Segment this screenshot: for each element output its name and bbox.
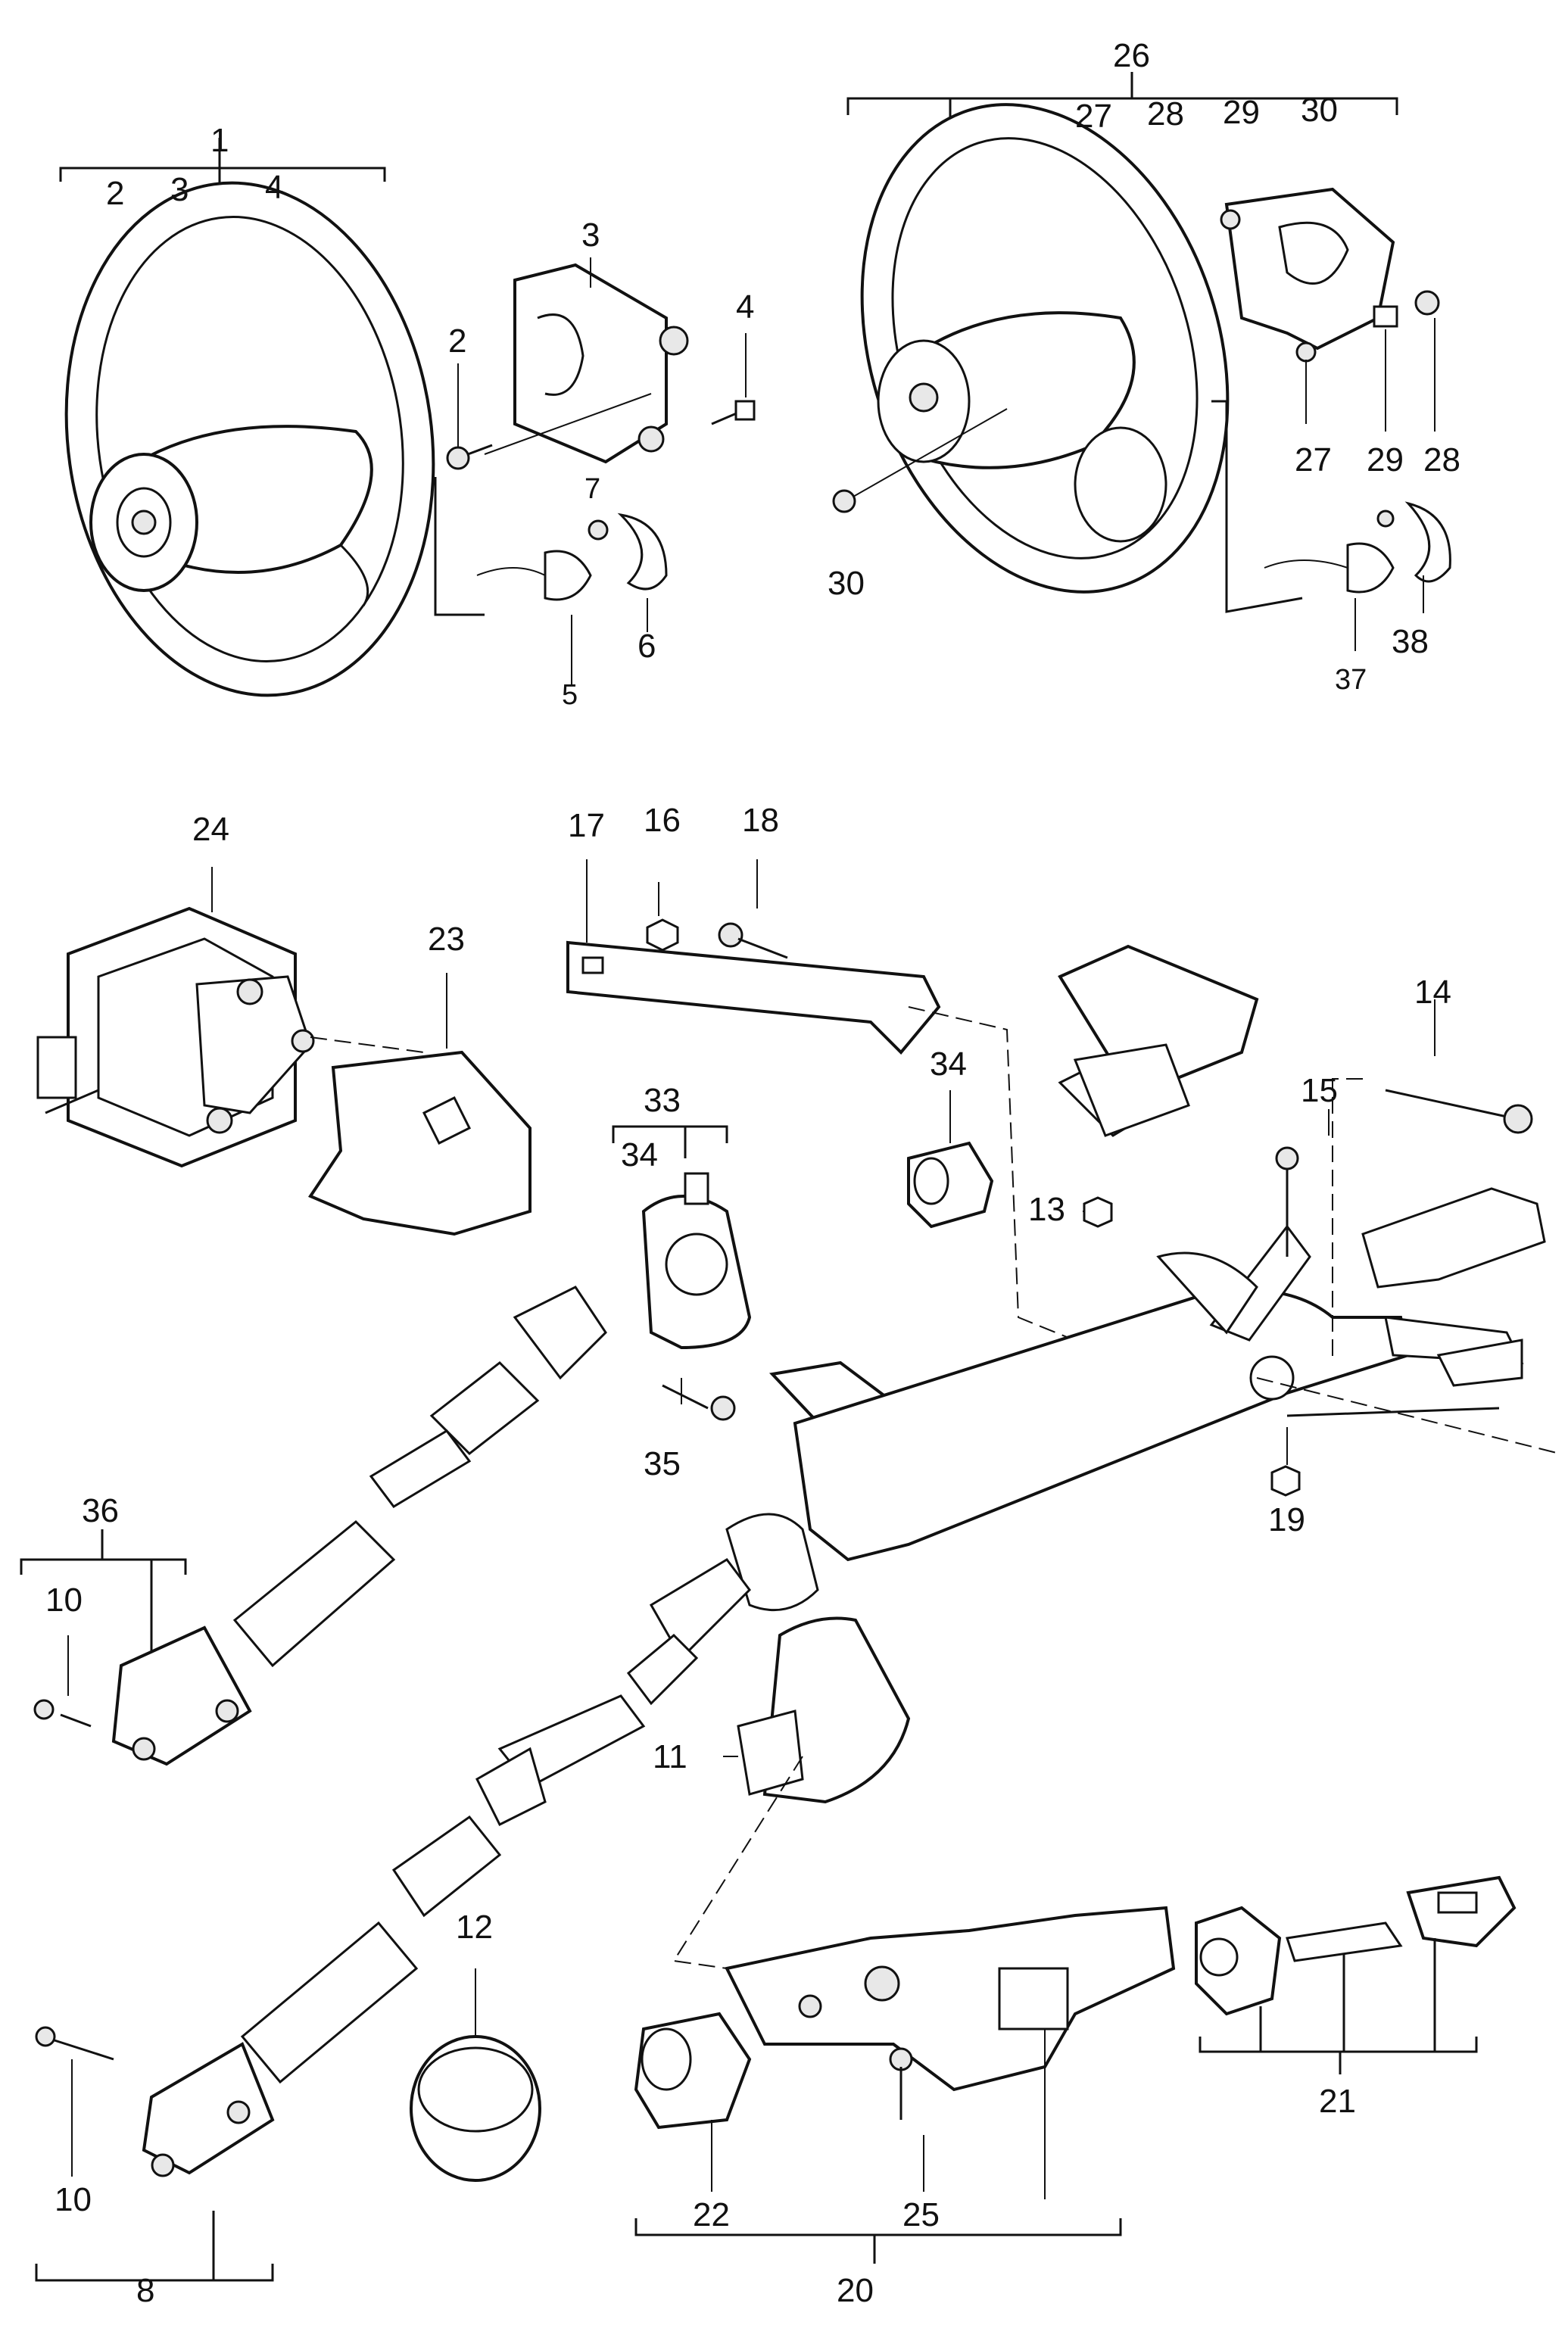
label-36: 36 (82, 1492, 119, 1529)
label-30: 30 (1301, 92, 1338, 129)
label-35: 35 (644, 1445, 681, 1482)
steering-wheel-right (832, 72, 1398, 594)
label-4: 4 (265, 169, 283, 206)
label-20: 20 (837, 2272, 874, 2309)
label-27: 27 (1075, 98, 1112, 135)
label-11: 11 (653, 1738, 687, 1775)
mounting-bracket-23 (308, 973, 531, 1236)
label-14: 14 (1414, 974, 1451, 1011)
label-29: 29 (1367, 441, 1404, 478)
sensor-33 (612, 1125, 752, 1421)
bushing-34 (907, 1090, 994, 1229)
label-27: 27 (1295, 441, 1332, 478)
screws-2-4 (446, 393, 756, 470)
ignition-lock-20 (634, 1756, 1176, 2264)
steering-shaft-36 (20, 1286, 607, 1766)
label-10: 10 (45, 1582, 83, 1619)
label-28: 28 (1423, 441, 1460, 478)
label-37: 37 (1335, 664, 1367, 696)
label-3: 3 (170, 171, 189, 208)
label-22: 22 (693, 2196, 730, 2233)
label-8: 8 (136, 2272, 154, 2309)
label-25: 25 (902, 2196, 940, 2233)
label-6: 6 (637, 628, 656, 665)
label-18: 18 (742, 802, 779, 839)
screw-25 (889, 2047, 924, 2192)
steering-control-unit-24 (36, 867, 315, 1168)
airbag-bracket-3 (513, 263, 689, 464)
label-19: 19 (1268, 1501, 1305, 1538)
steering-rack-assembly (497, 1187, 1546, 1788)
label-5: 5 (562, 679, 578, 711)
intermediate-shaft (1058, 944, 1259, 1137)
label-7: 7 (584, 473, 600, 505)
switch-22 (634, 2012, 752, 2192)
label-17: 17 (568, 807, 605, 844)
label-34: 34 (930, 1046, 967, 1083)
label-1: 1 (210, 122, 229, 159)
label-34: 34 (621, 1136, 658, 1173)
label-16: 16 (644, 802, 681, 839)
label-21: 21 (1319, 2083, 1356, 2120)
label-38: 38 (1392, 623, 1429, 660)
airbag-bracket-27 (1220, 187, 1440, 432)
label-13: 13 (1028, 1191, 1065, 1228)
label-29: 29 (1223, 94, 1260, 131)
clock-spring-5-6-7 (434, 477, 668, 616)
part-labels: 1 2 3 4 3 2 4 7 5 6 26 27 28 29 30 27 29… (45, 37, 1460, 2309)
label-24: 24 (192, 811, 229, 848)
label-23: 23 (428, 921, 465, 958)
rubber-boot-11 (723, 1616, 911, 1804)
support-strut-17 (566, 859, 1242, 1409)
lock-cylinder-key-21 (1195, 1875, 1517, 2074)
cap-12 (410, 1968, 541, 2182)
label-30: 30 (828, 565, 865, 602)
label-12: 12 (456, 1909, 493, 1946)
label-3: 3 (581, 217, 600, 254)
label-4: 4 (736, 288, 754, 326)
label-2: 2 (448, 323, 466, 360)
steering-shaft-8 (35, 1747, 547, 2282)
bolt-14-15-13-19 (1083, 999, 1560, 1497)
label-2: 2 (106, 175, 124, 212)
label-26: 26 (1113, 37, 1150, 74)
label-15: 15 (1301, 1072, 1338, 1109)
label-33: 33 (644, 1082, 681, 1119)
steering-wheel-left (59, 138, 435, 697)
label-10: 10 (55, 2181, 92, 2218)
label-28: 28 (1147, 95, 1184, 132)
clock-spring-37-38 (1211, 400, 1451, 651)
